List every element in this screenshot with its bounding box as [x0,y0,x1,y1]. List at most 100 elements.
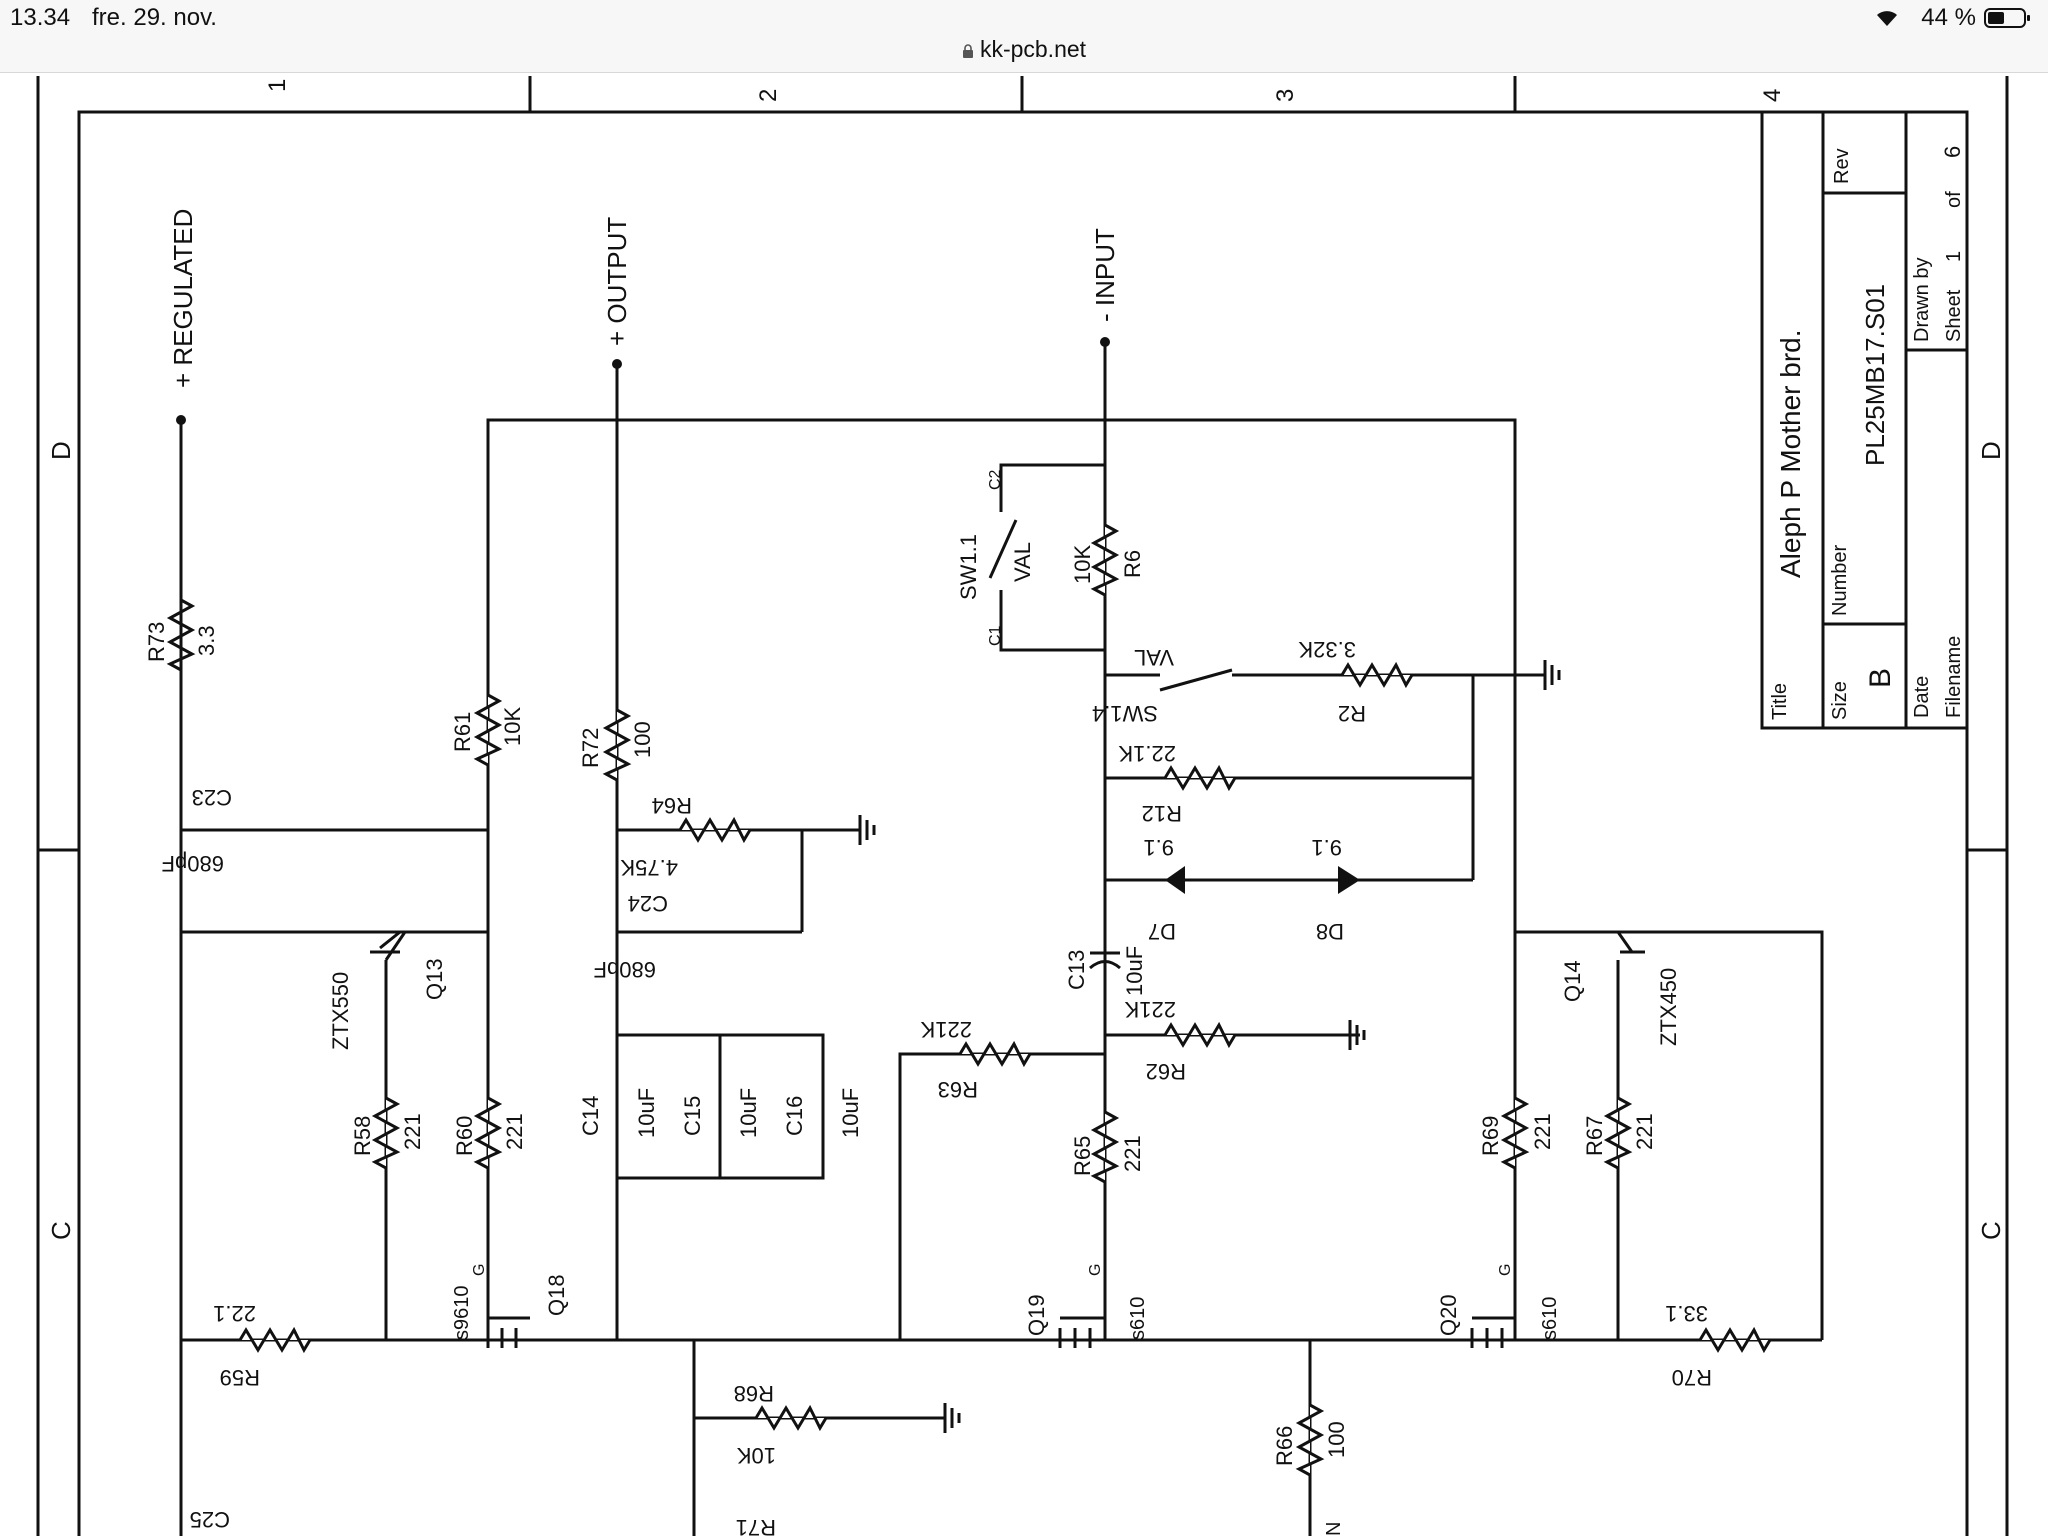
r71-label: R71 [736,1515,776,1536]
frame-col-3: 3 [1272,89,1299,102]
wifi-icon [1877,11,1897,26]
tb-number: PL25MB17.S01 [1860,284,1890,466]
r2-label: R2 [1338,701,1366,726]
frame-col-1: 1 [264,79,291,92]
q13-type: ZTX550 [328,972,353,1050]
r59-label: R59 [220,1365,260,1390]
r69-value: 221 [1530,1113,1555,1150]
r64-resistor [678,816,752,844]
r2-value: 3.32K [1298,637,1356,662]
c13-label: C13 [1064,950,1089,990]
c25-label: C25 [190,1507,230,1532]
r58-resistor [371,1096,401,1170]
r59-value: 22.1 [213,1301,256,1326]
r67-label: R67 [1582,1116,1607,1156]
frame-row-d-right: D [1976,441,2006,460]
net-input: - INPUT [1090,228,1120,322]
q13-label: Q13 [422,958,447,1000]
c16-value: 10uF [838,1088,863,1138]
tb-drawn-by-label: Drawn by [1911,258,1933,342]
r63-value: 221K [920,1017,972,1042]
r65-resistor [1090,1110,1120,1184]
c14-label: C14 [578,1096,603,1136]
battery-icon [1984,8,2030,28]
net-regulated: + REGULATED [168,209,198,388]
lock-icon [962,44,973,58]
c13-value: 10uF [1122,946,1147,996]
r58-value: 221 [400,1113,425,1150]
sw11-label: SW1.1 [956,534,981,600]
clock: 13.34 [10,4,71,31]
d8-zener [1338,866,1360,894]
r6-resistor [1090,523,1120,597]
r73-label: R73 [144,622,169,662]
r67-resistor [1603,1096,1633,1170]
r62-label: R62 [1146,1059,1186,1084]
r65-value: 221 [1120,1135,1145,1172]
r12-resistor [1163,764,1237,792]
r61-value: 10K [500,707,525,746]
tb-sheet-label: Sheet [1943,289,1965,342]
r72-value: 100 [630,721,655,758]
r6-label: R6 [1120,550,1145,578]
r68-value: 10K [737,1443,776,1468]
r63-label: R63 [938,1077,978,1102]
r61-label: R61 [450,712,475,752]
r66-resistor [1295,1403,1325,1477]
r70-resistor [1698,1326,1772,1354]
q14-type: ZTX450 [1656,968,1681,1046]
r73-value: 3.3 [194,625,219,656]
tb-of-label: of [1943,191,1965,208]
q20-mosfet [1470,1316,1515,1348]
r61-resistor [473,693,503,767]
c23-value: 680pF [162,851,224,876]
battery-percent: 44 % [1921,4,1976,31]
r68-resistor [754,1404,828,1432]
q20-type: s610 [1539,1297,1561,1340]
q19-pin-g: G [1087,1264,1104,1276]
r12-label: R12 [1142,801,1182,826]
r59-resistor [238,1326,312,1354]
c15-value: 10uF [736,1088,761,1138]
d8-label: D8 [1316,919,1344,944]
r72-resistor [602,708,632,782]
r65-label: R65 [1070,1136,1095,1176]
q18-label: Q18 [544,1274,569,1316]
r60-value: 221 [502,1113,527,1150]
c24-value: 680pF [594,957,656,982]
tb-title: Aleph P Mother brd. [1775,329,1806,578]
r62-resistor [1163,1021,1237,1049]
address-bar[interactable]: kk-pcb.net [0,36,2048,63]
c14-value: 10uF [634,1088,659,1138]
r72-label: R72 [578,728,603,768]
c24-label: C24 [628,891,668,916]
r64-value: 4.75K [620,855,678,880]
tb-filename-label: Filename [1943,636,1965,718]
title-block [1760,112,1967,730]
r64-label: R64 [652,793,692,818]
frame-col-2: 2 [755,89,782,102]
r60-label: R60 [452,1116,477,1156]
frame-row-c-left: C [46,1221,76,1240]
sw14-value: VAL [1134,645,1174,670]
r70-value: 33.1 [1665,1301,1708,1326]
frame-row-c-right: C [1976,1221,2006,1240]
tb-rev-label: Rev [1831,148,1853,184]
d7-label: D7 [1148,919,1176,944]
r12-value: 22.1K [1118,741,1176,766]
q20-label: Q20 [1436,1294,1461,1336]
r69-resistor [1500,1096,1530,1170]
q18-type: s9610 [451,1286,473,1341]
q14-label: Q14 [1560,960,1585,1002]
r63-resistor [958,1040,1032,1068]
r70-label: R70 [1672,1365,1712,1390]
c15-label: C15 [680,1096,705,1136]
sw11-c1: C1 [987,625,1004,646]
d8-value: 9.1 [1311,835,1342,860]
net-output: + OUTPUT [602,217,632,346]
tb-size: B [1864,668,1897,688]
date: fre. 29. nov. [92,4,217,31]
r67-value: 221 [1632,1113,1657,1150]
r6-value: 10K [1070,545,1095,584]
c16-label: C16 [782,1096,807,1136]
